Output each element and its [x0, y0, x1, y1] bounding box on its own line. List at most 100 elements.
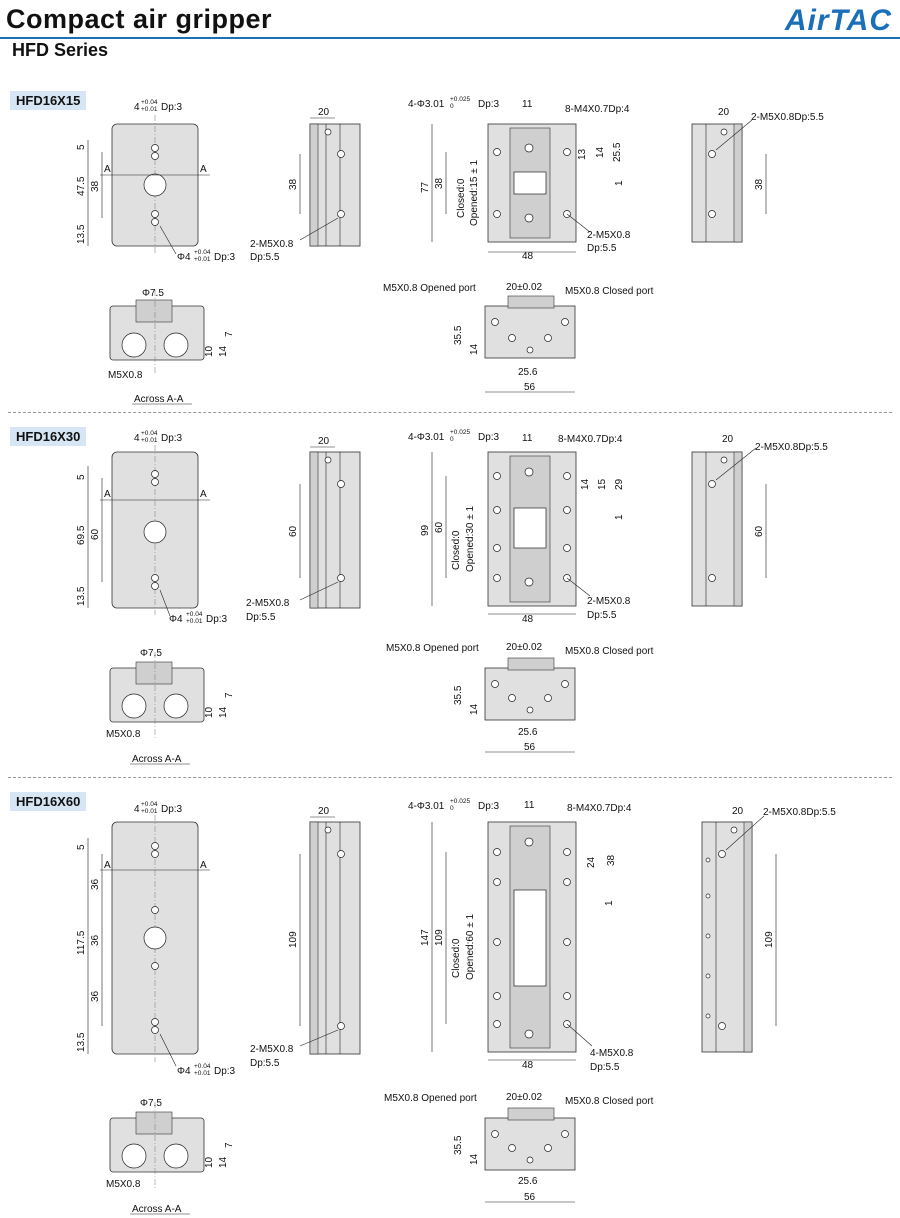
svg-text:Dp:5.5: Dp:5.5 [587, 610, 617, 621]
svg-text:4: 4 [134, 433, 140, 444]
svg-text:14: 14 [218, 1156, 229, 1168]
svg-text:20±0.02: 20±0.02 [506, 282, 543, 293]
svg-text:+0.01: +0.01 [194, 1070, 211, 1077]
svg-text:7: 7 [224, 1142, 235, 1148]
svg-text:M5X0.8 Closed port: M5X0.8 Closed port [565, 1096, 654, 1107]
svg-text:+0.01: +0.01 [141, 437, 158, 444]
svg-text:60: 60 [288, 525, 299, 537]
svg-text:11: 11 [522, 433, 533, 444]
svg-text:38: 38 [288, 178, 299, 190]
svg-text:2-M5X0.8Dp:5.5: 2-M5X0.8Dp:5.5 [755, 442, 828, 453]
svg-text:2-M5X0.8Dp:5.5: 2-M5X0.8Dp:5.5 [751, 112, 824, 123]
section-separator [8, 412, 892, 413]
svg-text:+0.025: +0.025 [450, 429, 470, 436]
svg-text:7: 7 [224, 692, 235, 698]
svg-text:4: 4 [134, 804, 140, 815]
svg-text:1: 1 [604, 900, 615, 906]
svg-text:1: 1 [614, 514, 625, 520]
svg-text:4-Φ3.01: 4-Φ3.01 [408, 99, 445, 110]
side-view-body [309, 821, 361, 1055]
svg-text:35.5: 35.5 [453, 1135, 464, 1155]
right-view-body [691, 451, 743, 607]
svg-text:A: A [104, 489, 111, 500]
svg-text:38: 38 [754, 178, 765, 190]
svg-text:2-M5X0.8Dp:5.5: 2-M5X0.8Dp:5.5 [763, 807, 836, 818]
svg-text:56: 56 [524, 742, 536, 753]
svg-text:Φ4: Φ4 [169, 614, 183, 625]
svg-text:60: 60 [754, 525, 765, 537]
svg-text:36: 36 [90, 878, 101, 890]
svg-text:25.6: 25.6 [518, 1176, 538, 1187]
svg-text:Φ7.5: Φ7.5 [140, 648, 162, 659]
svg-text:Dp:3: Dp:3 [206, 614, 228, 625]
svg-text:14: 14 [595, 146, 606, 158]
svg-text:14: 14 [218, 345, 229, 357]
svg-text:14: 14 [469, 703, 480, 715]
svg-text:M5X0.8: M5X0.8 [106, 729, 141, 740]
svg-text:Φ7.5: Φ7.5 [142, 288, 164, 299]
svg-text:20±0.02: 20±0.02 [506, 642, 543, 653]
svg-text:M5X0.8 Closed port: M5X0.8 Closed port [565, 646, 654, 657]
svg-text:0: 0 [450, 436, 454, 443]
svg-text:M5X0.8 Opened port: M5X0.8 Opened port [384, 1093, 477, 1104]
svg-text:5: 5 [76, 144, 87, 150]
svg-text:20: 20 [318, 107, 330, 118]
svg-text:48: 48 [522, 1060, 534, 1071]
svg-text:14: 14 [469, 343, 480, 355]
svg-text:Dp:3: Dp:3 [478, 801, 500, 812]
svg-text:Φ4: Φ4 [177, 1066, 191, 1077]
svg-text:Dp:3: Dp:3 [161, 804, 183, 815]
svg-text:+0.01: +0.01 [141, 106, 158, 113]
svg-text:20: 20 [722, 434, 734, 445]
svg-text:36: 36 [90, 990, 101, 1002]
dim-47-5: 47.5 [76, 176, 87, 196]
svg-text:29: 29 [614, 478, 625, 490]
svg-text:13.5: 13.5 [76, 586, 87, 606]
svg-text:20: 20 [318, 436, 330, 447]
model-label-hfd16x15: HFD16X15 [10, 91, 87, 110]
svg-text:15: 15 [597, 478, 608, 490]
svg-text:109: 109 [434, 929, 445, 946]
svg-text:14: 14 [218, 706, 229, 718]
svg-text:4-M5X0.8: 4-M5X0.8 [590, 1048, 634, 1059]
svg-text:20: 20 [318, 806, 330, 817]
svg-text:117.5: 117.5 [76, 930, 87, 955]
svg-text:2-M5X0.8: 2-M5X0.8 [250, 239, 294, 250]
svg-text:109: 109 [288, 931, 299, 948]
svg-text:Dp:5.5: Dp:5.5 [590, 1062, 620, 1073]
svg-text:7: 7 [224, 331, 235, 337]
series-title: HFD Series [12, 40, 109, 60]
svg-text:35.5: 35.5 [453, 685, 464, 705]
svg-text:+0.01: +0.01 [186, 618, 203, 625]
svg-text:13.5: 13.5 [76, 1032, 87, 1052]
svg-text:+0.025: +0.025 [450, 798, 470, 805]
right-view-body [691, 123, 743, 243]
svg-text:4-Φ3.01: 4-Φ3.01 [408, 801, 445, 812]
svg-text:Dp:5.5: Dp:5.5 [250, 1058, 280, 1069]
drawing-hfd16x30: 4 +0.04 +0.01 Dp:3 A A 5 69.5 13.5 60 Φ4… [76, 429, 828, 765]
svg-text:Across A-A: Across A-A [132, 754, 182, 765]
svg-text:Dp:5.5: Dp:5.5 [587, 243, 617, 254]
svg-text:35.5: 35.5 [453, 325, 464, 345]
svg-text:Across A-A: Across A-A [132, 1204, 182, 1215]
svg-text:13.5: 13.5 [76, 224, 87, 244]
model-label-hfd16x60: HFD16X60 [10, 792, 87, 811]
svg-text:A: A [200, 860, 207, 871]
opened-stroke: Opened:15 ± 1 [469, 159, 480, 226]
svg-text:8-M4X0.7Dp:4: 8-M4X0.7Dp:4 [565, 104, 630, 115]
svg-text:60: 60 [90, 528, 101, 540]
svg-text:38: 38 [606, 854, 617, 866]
section-mark-right: A [200, 164, 207, 175]
svg-text:56: 56 [524, 382, 536, 393]
svg-text:24: 24 [586, 856, 597, 868]
svg-text:10: 10 [204, 706, 215, 718]
svg-text:M5X0.8: M5X0.8 [108, 370, 143, 381]
svg-text:2-M5X0.8: 2-M5X0.8 [587, 230, 631, 241]
svg-text:8-M4X0.7Dp:4: 8-M4X0.7Dp:4 [558, 434, 623, 445]
page-title: Compact air gripper [6, 4, 273, 34]
svg-text:14: 14 [580, 478, 591, 490]
svg-text:60: 60 [434, 521, 445, 533]
side-view-body [309, 123, 361, 247]
svg-text:+0.04: +0.04 [186, 611, 203, 618]
svg-text:A: A [200, 489, 207, 500]
